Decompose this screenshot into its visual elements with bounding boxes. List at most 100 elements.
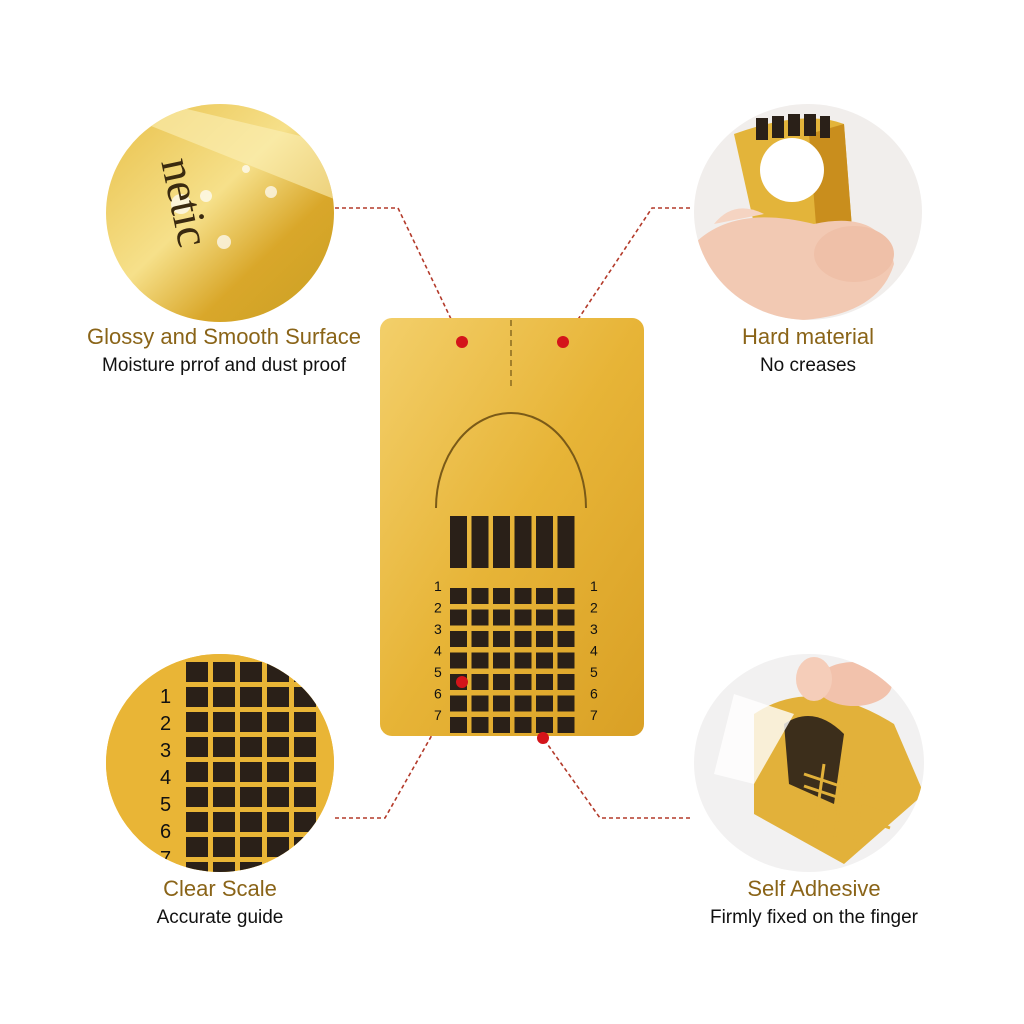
self-adhesive-photo	[694, 654, 924, 872]
grid-cell	[267, 837, 289, 857]
grid-cell	[471, 609, 489, 626]
scale-number: 5	[590, 664, 598, 680]
grid-cell	[240, 812, 262, 832]
grid-column	[514, 516, 532, 568]
grid-cell	[186, 737, 208, 757]
grid-cell	[557, 717, 575, 733]
grid-cell	[267, 762, 289, 782]
scale-number: 5	[160, 794, 172, 816]
grid-cell	[213, 662, 235, 682]
grid-cell	[294, 737, 316, 757]
grid-column	[536, 516, 553, 568]
feature-adhesive: Self Adhesive Firmly fixed on the finger	[672, 876, 956, 930]
grid-cell	[557, 609, 575, 626]
grid-cell	[186, 687, 208, 707]
grid-cell	[213, 762, 235, 782]
grid-cell	[450, 631, 467, 647]
grid-column	[471, 516, 489, 568]
grid-cell	[213, 787, 235, 807]
grid-cell	[294, 812, 316, 832]
grid-cell	[294, 687, 316, 707]
grid-cell	[186, 837, 208, 857]
grid-cell	[267, 812, 289, 832]
scale-number: 4	[160, 767, 172, 789]
grid-cell	[213, 712, 235, 732]
hard-material-photo	[694, 104, 922, 320]
marker-dot	[456, 676, 468, 688]
scale-number: 6	[160, 821, 172, 843]
grid-cell	[294, 837, 316, 857]
connector-adhesive	[542, 737, 690, 819]
feature-title: Glossy and Smooth Surface	[87, 324, 361, 349]
scale-number: 7	[590, 707, 598, 723]
grid-cell	[240, 737, 262, 757]
grid-cell	[557, 652, 575, 669]
grid-cell	[186, 662, 208, 682]
grid-cell	[213, 687, 235, 707]
grid-cell	[514, 717, 532, 733]
feature-title: Clear Scale	[163, 876, 277, 901]
grid-column	[557, 516, 575, 568]
grid-cell	[514, 652, 532, 669]
feature-subtitle: Moisture prrof and dust proof	[102, 355, 346, 376]
grid-cell	[450, 695, 467, 712]
grid-cell	[267, 712, 289, 732]
scale-number: 1	[160, 686, 172, 708]
grid-cell	[186, 862, 208, 872]
feature-subtitle: No creases	[759, 355, 857, 376]
grid-cell	[240, 687, 262, 707]
grid-cell	[557, 674, 575, 690]
grid-cell	[471, 588, 489, 604]
grid-cell	[186, 787, 208, 807]
grid-cell	[186, 812, 208, 832]
grid-column	[450, 516, 467, 568]
grid-cell	[267, 737, 289, 757]
grid-cell	[536, 609, 553, 626]
feature-hard: Hard material No creases	[688, 324, 928, 378]
feature-scale: Clear Scale Accurate guide	[100, 876, 340, 930]
scale-number: 5	[434, 664, 442, 680]
grid-cell	[493, 588, 510, 604]
grid-cell	[536, 588, 553, 604]
grid-cell	[240, 787, 262, 807]
scale-number: 2	[160, 713, 172, 735]
grid-cell	[213, 837, 235, 857]
scale-number: 6	[434, 686, 442, 702]
grid-cell	[493, 695, 510, 712]
grid-cell	[471, 717, 489, 733]
grid-cell	[536, 631, 553, 647]
grid-cell	[557, 695, 575, 712]
grid-cell	[514, 674, 532, 690]
grid-cell	[267, 687, 289, 707]
grid-cell	[471, 695, 489, 712]
scale-number: 3	[590, 621, 598, 637]
grid-cell	[240, 862, 262, 872]
grid-cell	[240, 662, 262, 682]
feature-subtitle: Firmly fixed on the finger	[709, 907, 919, 928]
scale-number: 1	[434, 578, 442, 594]
grid-cell	[493, 609, 510, 626]
grid-cell	[213, 812, 235, 832]
grid-cell	[514, 588, 532, 604]
grid-cell	[536, 717, 553, 733]
grid-cell	[294, 862, 316, 872]
grid-cell	[294, 762, 316, 782]
scale-number: 3	[160, 740, 172, 762]
marker-dot	[557, 336, 569, 348]
grid-cell	[267, 787, 289, 807]
grid-cell	[493, 674, 510, 690]
scale-number: 7	[434, 707, 442, 723]
grid-cell	[294, 787, 316, 807]
grid-cell	[514, 609, 532, 626]
connector-glossy	[335, 207, 463, 343]
glossy-surface-photo: netic	[106, 104, 334, 322]
scale-number: 3	[434, 621, 442, 637]
grid-cell	[240, 762, 262, 782]
grid-cell	[294, 662, 316, 682]
scale-number: 4	[434, 643, 442, 659]
grid-cell	[450, 609, 467, 626]
grid-cell	[557, 588, 575, 604]
